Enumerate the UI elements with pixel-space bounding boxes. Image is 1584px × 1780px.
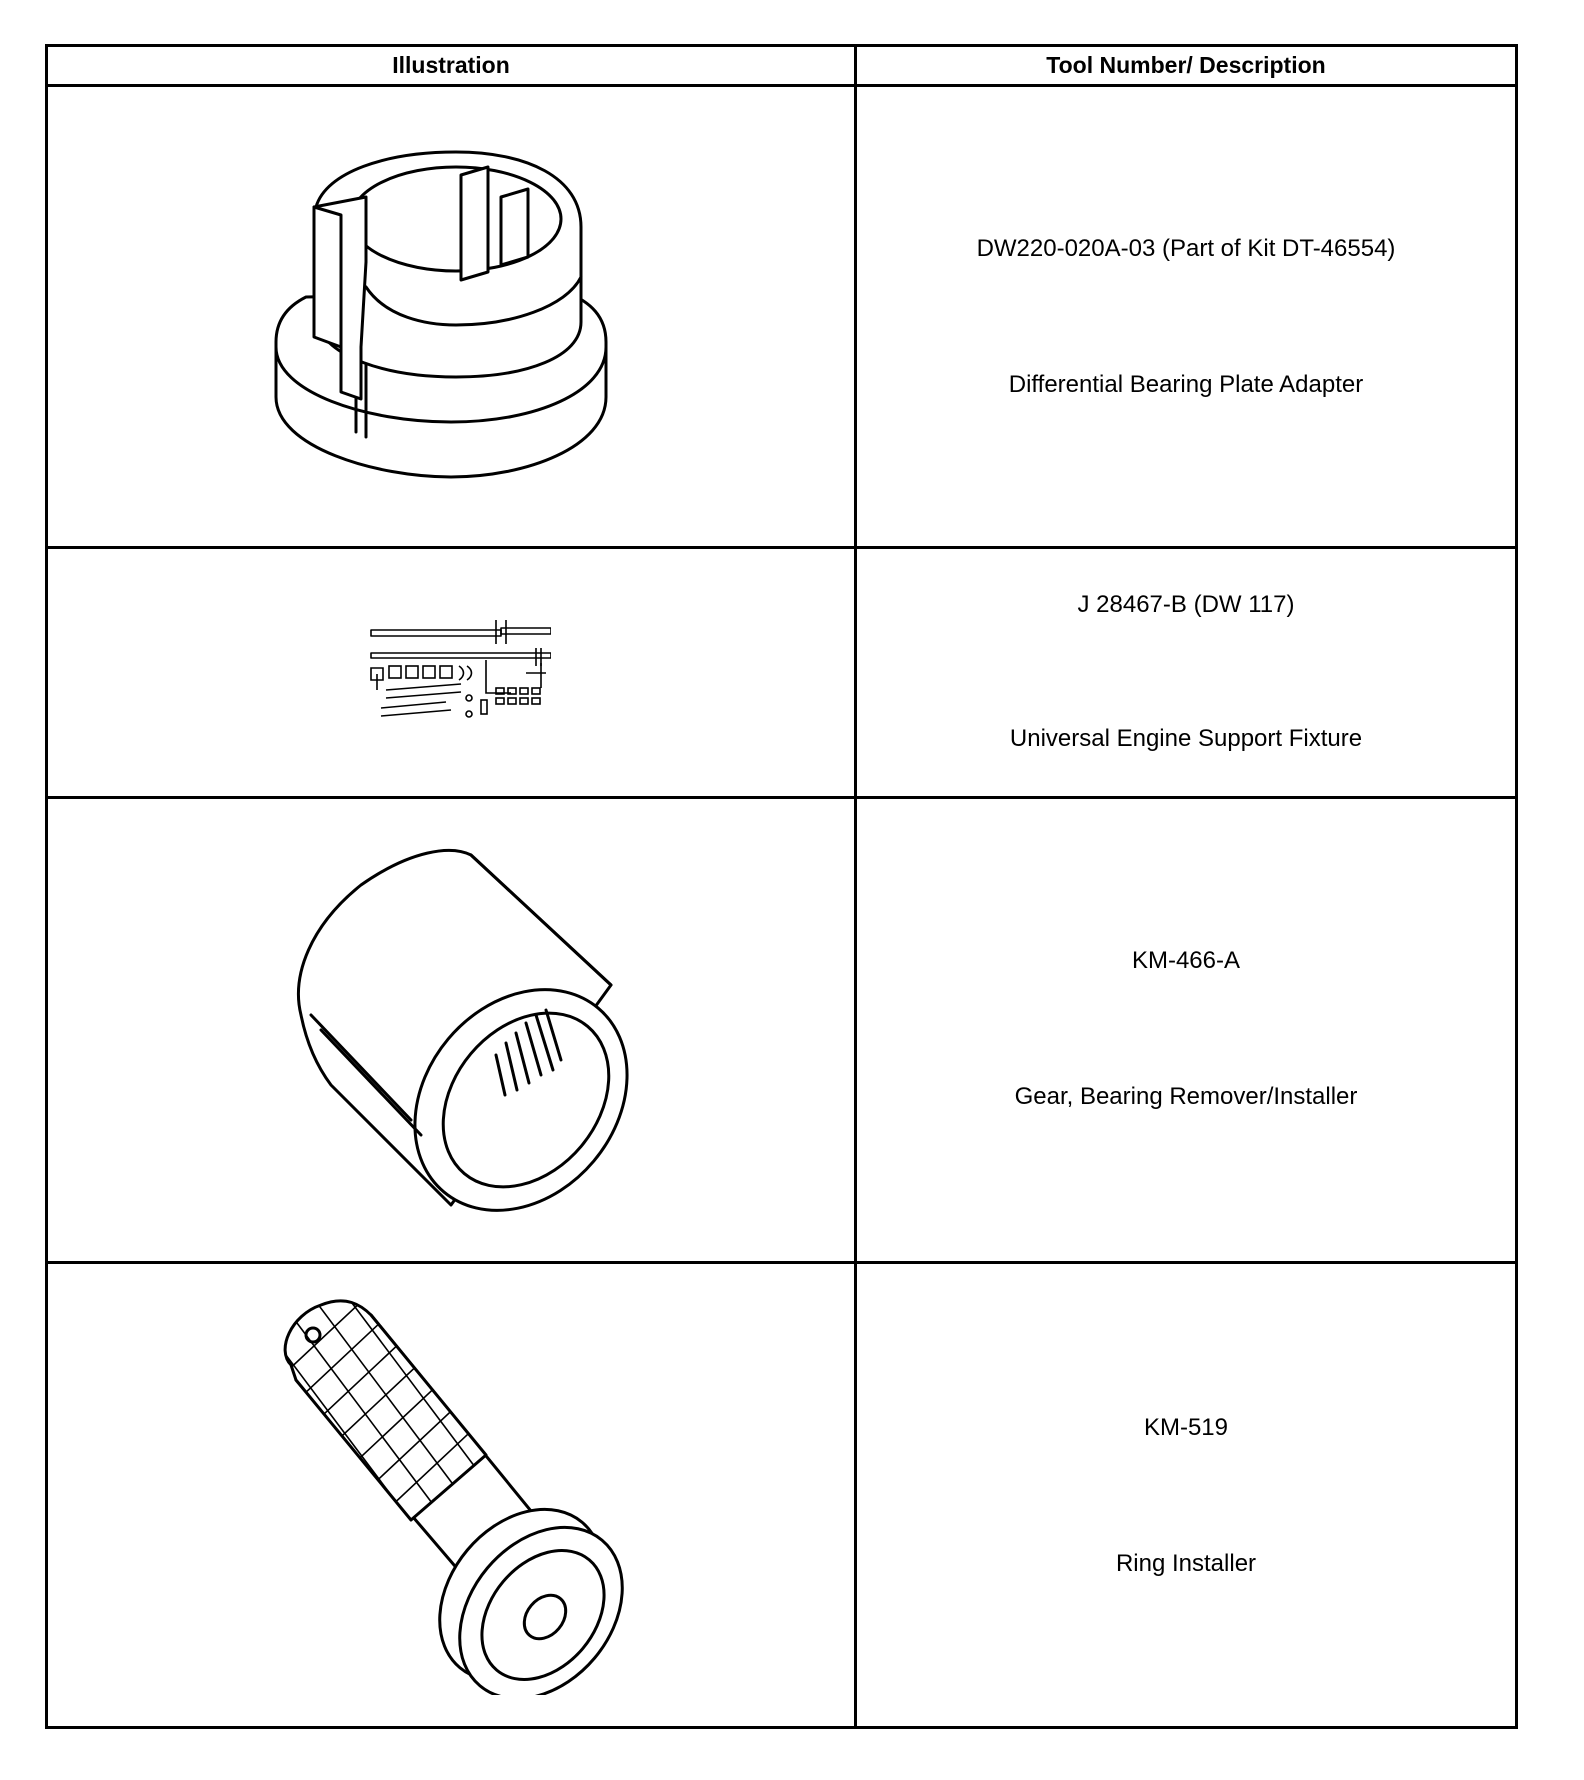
table-row: J 28467-B (DW 117) Universal Engine Supp…	[45, 546, 1518, 799]
tool-number: J 28467-B (DW 117)	[1077, 591, 1295, 618]
header-tool-number-description: Tool Number/ Description	[854, 44, 1518, 87]
illustration-cell	[45, 546, 857, 799]
special-tools-table: Illustration Tool Number/ Description	[45, 44, 1518, 1729]
header-illustration: Illustration	[45, 44, 857, 87]
illustration-cell	[45, 1261, 857, 1729]
illustration-cell	[45, 84, 857, 549]
bearing-plate-adapter-illustration	[274, 150, 608, 478]
tool-number: KM-519	[1143, 1414, 1229, 1441]
bearing-remover-installer-illustration	[297, 849, 629, 1212]
table-row: KM-519 Ring Installer	[45, 1261, 1518, 1729]
tool-number: KM-466-A	[1131, 947, 1241, 974]
tool-description: Ring Installer	[1115, 1550, 1257, 1577]
ring-installer-illustration	[283, 1299, 624, 1695]
table-row: DW220-020A-03 (Part of Kit DT-46554) Dif…	[45, 84, 1518, 549]
tool-description: Universal Engine Support Fixture	[1009, 725, 1363, 752]
illustration-cell	[45, 796, 857, 1264]
table-row: KM-466-A Gear, Bearing Remover/Installer	[45, 796, 1518, 1264]
tool-cell: KM-519 Ring Installer	[854, 1261, 1518, 1729]
tool-description: Differential Bearing Plate Adapter	[1008, 371, 1364, 398]
tool-cell: J 28467-B (DW 117) Universal Engine Supp…	[854, 546, 1518, 799]
table-header-row: Illustration Tool Number/ Description	[45, 44, 1518, 87]
tool-number: DW220-020A-03 (Part of Kit DT-46554)	[976, 235, 1396, 262]
tool-cell: KM-466-A Gear, Bearing Remover/Installer	[854, 796, 1518, 1264]
tool-description: Gear, Bearing Remover/Installer	[1014, 1083, 1358, 1110]
engine-support-fixture-illustration	[370, 619, 551, 718]
tool-cell: DW220-020A-03 (Part of Kit DT-46554) Dif…	[854, 84, 1518, 549]
